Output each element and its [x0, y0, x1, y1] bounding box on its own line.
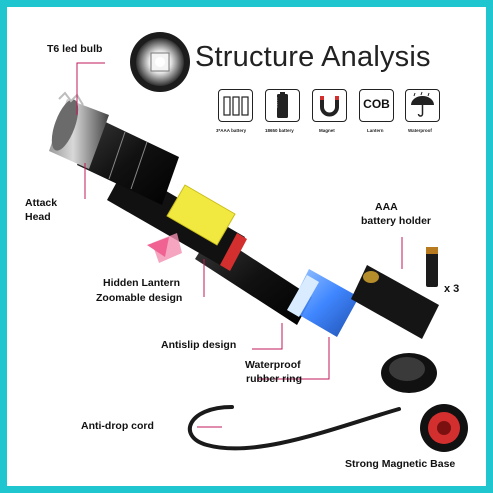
- battery-count: x 3: [444, 283, 460, 295]
- magnet-icon: [312, 89, 347, 122]
- callout-lantern-line1: Hidden Lantern: [103, 277, 181, 289]
- feature-caption: Waterproof: [408, 128, 432, 133]
- callout-ring-line2: rubber ring: [246, 373, 303, 385]
- aaa-battery-icon: [218, 89, 253, 122]
- 18650-mark: 18650: [274, 97, 279, 109]
- callout-head-line2: Head: [25, 211, 51, 223]
- cob-lantern-icon: COB: [359, 89, 394, 122]
- callout-holder-line1: AAA: [375, 201, 398, 213]
- feature-caption: Magnet: [319, 128, 335, 133]
- callout-antislip: Antislip design: [161, 339, 237, 351]
- cob-mark: COB: [363, 97, 390, 111]
- umbrella-waterproof-icon: [405, 89, 440, 122]
- flashlight-illustration: [49, 32, 468, 452]
- exploded-parts: [287, 247, 468, 452]
- callout-holder-line2: battery holder: [361, 215, 432, 227]
- feature-caption: 3*AAA battery: [216, 128, 247, 133]
- callout-base: Strong Magnetic Base: [345, 458, 456, 470]
- callout-ring-line1: Waterproof: [245, 359, 301, 371]
- feature-caption: Lantern: [367, 128, 384, 133]
- flashlight-body: [49, 91, 312, 325]
- 18650-battery-icon: [265, 89, 300, 122]
- callout-lantern-line2: Zoomable design: [96, 292, 183, 304]
- lantern-arrow-icon: [147, 233, 182, 263]
- callout-head-line1: Attack: [25, 197, 58, 209]
- callout-bulb: T6 led bulb: [47, 43, 103, 55]
- feature-caption: 18650 battery: [265, 128, 294, 133]
- anti-drop-cord: [187, 405, 401, 451]
- page-title: Structure Analysis: [195, 41, 431, 73]
- bulb-closeup: [130, 32, 190, 92]
- callout-cord: Anti-drop cord: [81, 420, 154, 432]
- leader-lines: [76, 62, 403, 428]
